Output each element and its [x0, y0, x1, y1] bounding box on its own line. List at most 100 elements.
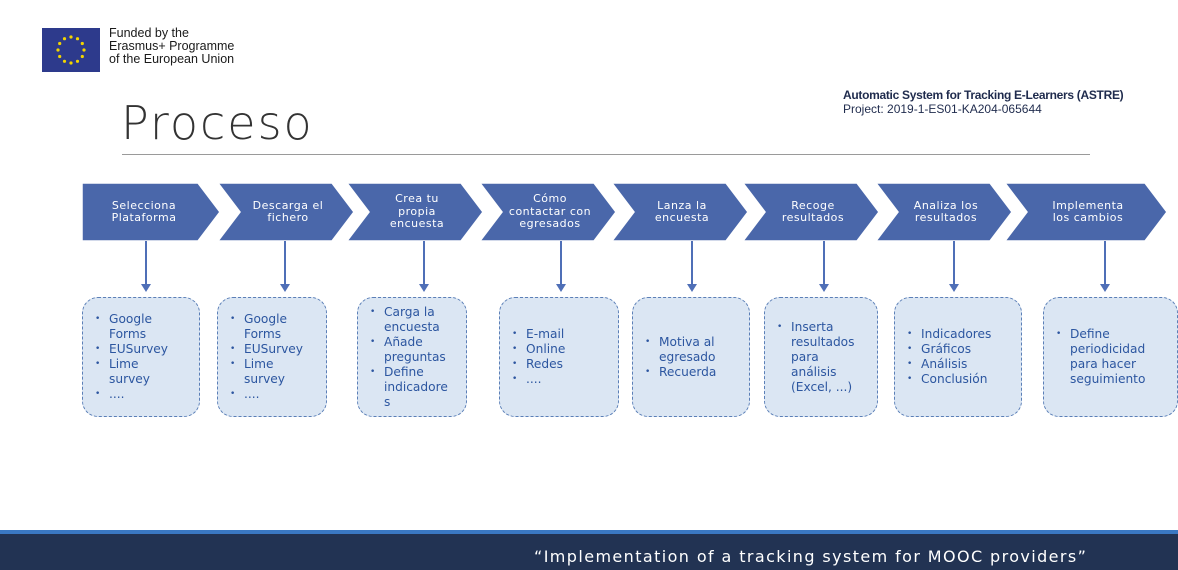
chevron-label-line: resultados	[781, 211, 845, 224]
arrow-head-4	[556, 284, 566, 292]
detail-text: Forms	[244, 327, 282, 341]
detail-bullet: Indicadores	[903, 327, 991, 342]
chevron-label-line: Crea tu	[395, 192, 439, 206]
detail-text: survey	[109, 372, 151, 386]
chevron-step-7	[875, 183, 1013, 241]
eu-line-1: Funded by the	[109, 26, 189, 40]
detail-text: Redes	[526, 357, 564, 371]
page-title: Proceso	[121, 96, 314, 150]
chevron-label-line: contactar con	[508, 204, 592, 218]
chevron-label-line: Cómo	[533, 192, 567, 206]
chevron-step-8	[1004, 183, 1168, 241]
detail-text: seguimiento	[1070, 372, 1146, 386]
eu-funding-text: Funded by the Erasmus+ Programme of the …	[109, 27, 234, 66]
detail-text: Motiva al	[659, 334, 715, 349]
detail-text: Online	[526, 342, 566, 356]
chevron-label-line: resultados	[914, 211, 978, 224]
down-arrow-5	[691, 241, 693, 285]
detail-text: s	[384, 394, 391, 409]
chevron-label-line: Selecciona	[111, 198, 177, 212]
detail-text: Google	[109, 312, 152, 326]
chevron-step-4	[479, 183, 617, 241]
detail-text: Lime	[109, 357, 139, 371]
chevron-label-line: Plataforma	[111, 211, 177, 224]
detail-bullet: EUSurvey	[91, 342, 168, 357]
chevron-label-line: Descarga el	[252, 198, 324, 212]
chevron-step-6	[742, 183, 880, 241]
detail-bullet: Recuerda	[641, 365, 716, 380]
detail-text: ....	[526, 372, 542, 386]
down-arrow-3	[423, 241, 425, 285]
detail-text: Inserta	[791, 319, 834, 334]
detail-bullet: Gráficos	[903, 342, 991, 357]
process-chevron-bar	[82, 183, 1168, 241]
chevron-step-2	[217, 183, 355, 241]
project-code: Project: 2019-1-ES01-KA204-065644	[843, 102, 1042, 116]
detail-text: Lime	[244, 357, 274, 371]
detail-bullet: Conclusión	[903, 372, 991, 387]
detail-text: Recuerda	[659, 364, 717, 379]
detail-text: Añade	[384, 334, 423, 349]
detail-bullet: ....	[226, 387, 303, 402]
detail-text: Indicadores	[921, 327, 992, 341]
detail-text: para hacer	[1070, 357, 1136, 371]
arrow-head-5	[687, 284, 697, 292]
down-arrow-4	[560, 241, 562, 285]
chevron-label-line: egresados	[519, 217, 581, 231]
step-detail-box-5: Motiva alegresadoRecuerda	[632, 297, 750, 417]
detail-text: (Excel, ...)	[791, 379, 853, 394]
detail-text: survey	[244, 372, 286, 386]
chevron-label-line: Recoge	[791, 198, 835, 212]
detail-text: Conclusión	[921, 372, 988, 386]
eu-line-3: of the European Union	[109, 52, 235, 66]
detail-text: EUSurvey	[244, 342, 304, 356]
step-detail-box-1: GoogleFormsEUSurveyLimesurvey....	[82, 297, 200, 417]
chevron-step-5	[611, 183, 749, 241]
arrow-head-6	[819, 284, 829, 292]
eu-stars-icon	[42, 28, 100, 72]
down-arrow-1	[145, 241, 147, 285]
step-detail-box-7: IndicadoresGráficosAnálisisConclusión	[894, 297, 1022, 417]
detail-text: Forms	[109, 327, 147, 341]
chevron-label-line: Lanza la	[657, 198, 707, 212]
chevron-label-line: los cambios	[1052, 211, 1124, 224]
project-info: Automatic System for Tracking E-Learners…	[843, 88, 1124, 116]
detail-text: Define	[384, 364, 424, 379]
chevron-label-line: Analiza los	[913, 198, 979, 212]
detail-bullet: E-mail	[508, 327, 565, 342]
detail-bullet: ....	[91, 387, 168, 402]
detail-text: indicadore	[384, 379, 448, 394]
detail-text: periodicidad	[1070, 342, 1146, 356]
detail-bullet: EUSurvey	[226, 342, 303, 357]
detail-text: Google	[244, 312, 287, 326]
footer-band	[0, 534, 1178, 570]
arrow-head-2	[280, 284, 290, 292]
detail-text: egresado	[659, 349, 716, 364]
chevron-step-3	[346, 183, 484, 241]
detail-bullet: ....	[508, 372, 565, 387]
detail-text: E-mail	[526, 327, 565, 341]
detail-bullet: Análisis	[903, 357, 991, 372]
detail-text: ....	[109, 387, 125, 401]
chevron-label-line: fichero	[267, 211, 309, 224]
step-detail-box-2: GoogleFormsEUSurveyLimesurvey....	[217, 297, 327, 417]
detail-text: Carga la	[384, 304, 435, 319]
step-detail-box-4: E-mailOnlineRedes....	[499, 297, 619, 417]
down-arrow-8	[1104, 241, 1106, 285]
chevron-label-line: encuesta	[654, 211, 710, 224]
detail-text: ....	[244, 387, 260, 401]
detail-bullet: Online	[508, 342, 565, 357]
